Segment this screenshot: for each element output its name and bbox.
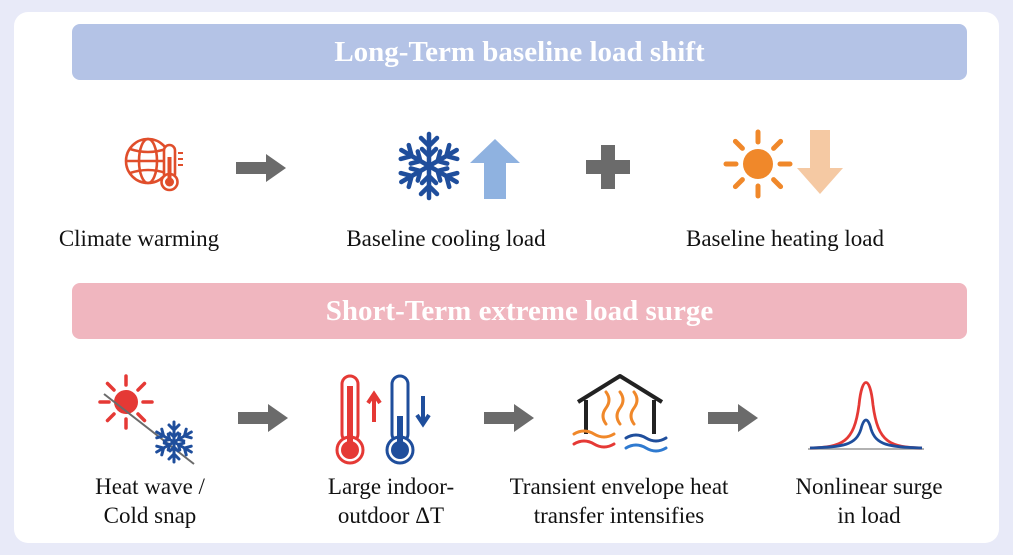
climate-warming-label: Climate warming: [58, 226, 220, 251]
plus-icon: [586, 145, 630, 189]
up-arrow-icon: [470, 139, 520, 199]
baseline-cooling-label: Baseline cooling load: [346, 226, 546, 251]
right-arrow-icon: [238, 404, 288, 432]
house-heat-icon: [572, 374, 668, 453]
sun-snowflake-icon: [98, 374, 196, 465]
envelope-heat-line1: Transient envelope heat: [509, 474, 729, 499]
snowflake-icon: [393, 131, 465, 202]
envelope-heat-line2: transfer intensifies: [533, 503, 705, 528]
envelope-heat-label: Transient envelope heat transfer intensi…: [488, 472, 750, 530]
heat-wave-label: Heat wave / Cold snap: [60, 472, 240, 530]
indoor-outdoor-label: Large indoor- outdoor ΔT: [306, 472, 476, 530]
long-term-banner: Long-Term baseline load shift: [72, 24, 967, 80]
right-arrow-icon: [708, 404, 758, 432]
diagram-panel: [14, 12, 999, 543]
down-arrow-icon: [797, 130, 843, 194]
thermometers-icon: [335, 374, 431, 465]
right-arrow-icon: [236, 154, 286, 182]
globe-thermometer-icon: [124, 137, 183, 192]
sun-icon: [723, 129, 793, 199]
baseline-heating-label: Baseline heating load: [686, 226, 884, 251]
nonlinear-surge-line2: in load: [837, 503, 901, 528]
nonlinear-surge-line1: Nonlinear surge: [795, 474, 943, 499]
peak-curve-icon: [808, 381, 924, 450]
indoor-outdoor-line2: outdoor ΔT: [337, 503, 445, 528]
right-arrow-icon: [484, 404, 534, 432]
nonlinear-surge-label: Nonlinear surge in load: [776, 472, 962, 530]
heat-wave-line2: Cold snap: [103, 503, 197, 528]
indoor-outdoor-line1: Large indoor-: [327, 474, 455, 499]
heat-wave-line1: Heat wave /: [95, 474, 205, 499]
short-term-banner: Short-Term extreme load surge: [72, 283, 967, 339]
